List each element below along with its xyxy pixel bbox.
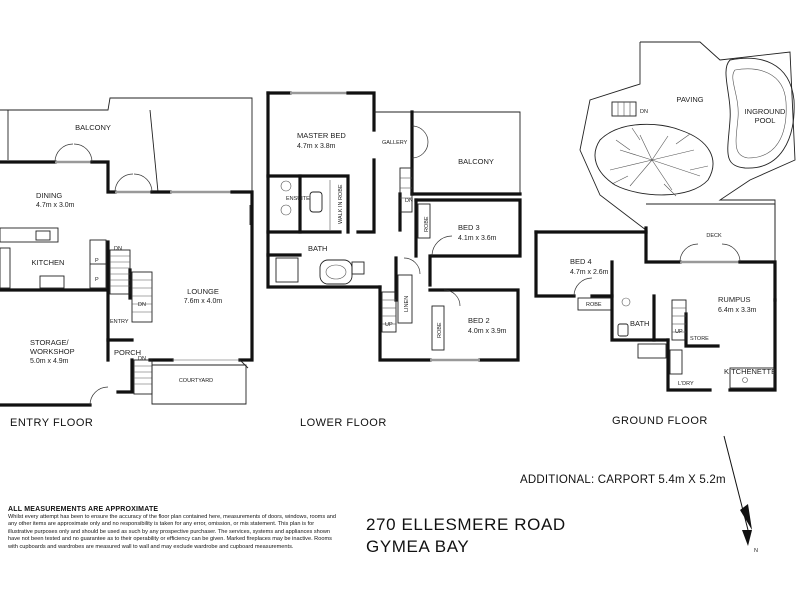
dining-label: DINING	[36, 191, 62, 200]
storage-label-line2: WORKSHOP	[30, 347, 75, 356]
bed2-size: 4.0m x 3.9m	[468, 328, 507, 335]
north-label: N	[754, 548, 758, 554]
ground-bath-label: BATH	[630, 319, 649, 328]
ground-up-mark: UP	[675, 329, 683, 335]
lower-stairs-upper	[399, 167, 413, 213]
kitchenette-label: KITCHENETTE	[724, 367, 776, 376]
north-arrow: N	[723, 435, 758, 554]
lower-floor-title: LOWER FLOOR	[300, 417, 387, 429]
bed3-size: 4.1m x 3.6m	[458, 235, 497, 242]
pantry-mark-1: P	[95, 258, 99, 264]
lower-stairs-down	[381, 291, 397, 333]
lower-dn-mark: DN	[405, 198, 413, 204]
bed4-robe-label: ROBE	[586, 302, 602, 308]
entry-label: ENTRY	[110, 319, 129, 325]
bed4-label: BED 4	[570, 257, 592, 266]
entry-floor-plan: BALCONY DINING 4.7m x 3.0m KITCHEN LOUNG…	[0, 97, 254, 429]
gallery-label: GALLERY	[382, 140, 408, 146]
tree-canopy	[594, 123, 714, 197]
entry-balcony-label: BALCONY	[75, 123, 111, 132]
deck-label: DECK	[706, 233, 722, 239]
address-line-2: GYMEA BAY	[366, 537, 470, 556]
lower-up-mark: UP	[385, 322, 393, 328]
master-bed-size: 4.7m x 3.8m	[297, 143, 336, 150]
storage-label-line1: STORAGE/	[30, 338, 70, 347]
bed2-label: BED 2	[468, 316, 490, 325]
laundry-label: L'DRY	[678, 381, 694, 387]
disclaimer-heading: ALL MEASUREMENTS ARE APPROXIMATE	[8, 506, 159, 513]
address-line-1: 270 ELLESMERE ROAD	[366, 515, 566, 534]
ground-stairs-bottom	[671, 299, 687, 341]
entry-dn-mark-3: DN	[138, 356, 146, 362]
disclaimer: ALL MEASUREMENTS ARE APPROXIMATE Whilst …	[8, 506, 340, 551]
ground-stairs-top	[611, 101, 637, 117]
store-label: STORE	[690, 336, 709, 342]
rumpus-label: RUMPUS	[718, 295, 751, 304]
dining-size: 4.7m x 3.0m	[36, 202, 75, 209]
master-bed-label: MASTER BED	[297, 131, 346, 140]
ground-dn-mark: DN	[640, 109, 648, 115]
carport-note: ADDITIONAL: CARPORT 5.4m X 5.2m	[520, 474, 726, 486]
porch-stairs	[133, 359, 153, 395]
bed4-size: 4.7m x 2.6m	[570, 269, 609, 276]
rumpus-size: 6.4m x 3.3m	[718, 307, 757, 314]
entry-dn-mark-2: DN	[138, 302, 146, 308]
kitchen-label: KITCHEN	[32, 258, 65, 267]
lower-floor-plan: MASTER BED 4.7m x 3.8m GALLERY BALCONY E…	[266, 91, 522, 429]
paving-label: PAVING	[676, 95, 703, 104]
disclaimer-body: Whilst every attempt has been to ensure …	[8, 514, 337, 550]
courtyard-label: COURTYARD	[179, 378, 213, 384]
pool-label-line2: POOL	[755, 116, 776, 125]
walk-in-robe-label: WALK IN ROBE	[338, 184, 344, 224]
lower-balcony-label: BALCONY	[458, 157, 494, 166]
porch-label: PORCH	[114, 348, 141, 357]
pool-label-line1: INGROUND	[745, 107, 786, 116]
linen-label: LINEN	[404, 296, 410, 312]
entry-floor-title: ENTRY FLOOR	[10, 417, 93, 429]
ground-floor-title: GROUND FLOOR	[612, 415, 708, 427]
lounge-label: LOUNGE	[187, 287, 219, 296]
lower-bath-label: BATH	[308, 244, 327, 253]
property-address: 270 ELLESMERE ROAD GYMEA BAY	[366, 514, 666, 558]
bed2-robe-label: ROBE	[437, 322, 443, 338]
ensuite-label: ENSUITE	[286, 196, 310, 202]
entry-stairs-upper	[109, 249, 153, 323]
ground-floor-plan: PAVING INGROUND POOL DN DECK BED 4 4.7m …	[534, 41, 796, 427]
entry-dn-mark-1: DN	[114, 246, 122, 252]
pantry-mark-2: P	[95, 277, 99, 283]
lounge-size: 7.6m x 4.0m	[184, 298, 223, 305]
bed3-label: BED 3	[458, 223, 480, 232]
storage-size: 5.0m x 4.9m	[30, 358, 69, 365]
bed3-robe-label: ROBE	[424, 216, 430, 232]
